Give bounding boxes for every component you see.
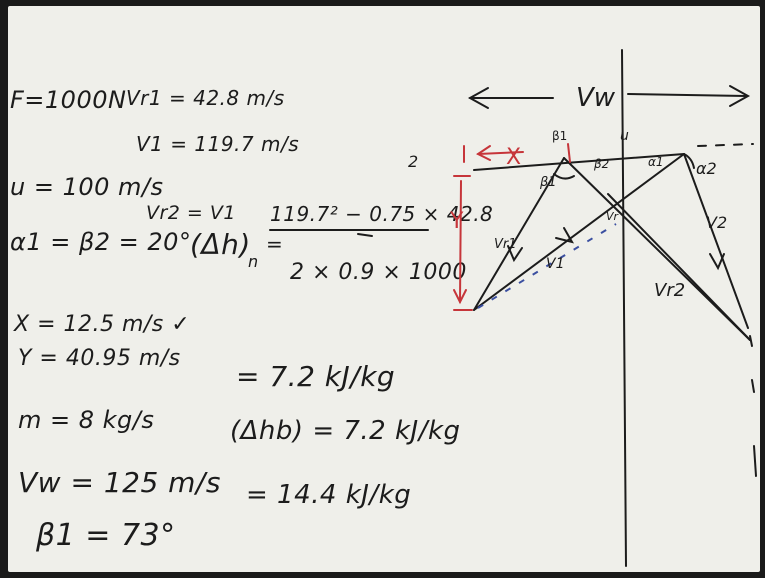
v1-note: V1 = 119.7 m/s (136, 132, 300, 156)
x-note: X = 12.5 m/s ✓ (14, 312, 191, 337)
vr2-line (607, 193, 751, 341)
vr1-note: Vr1 = 42.8 m/s (126, 86, 285, 110)
diagram-alpha2-label: α2 (696, 159, 717, 178)
vr1-line (473, 157, 565, 311)
force-note: F=1000N (10, 86, 127, 114)
v2-line (683, 153, 749, 329)
blade-horizontal-line (473, 153, 685, 171)
diagram-u-label: u (620, 128, 629, 144)
diagram-v2-label: V2 (706, 213, 727, 232)
vertical-reference-line (621, 49, 627, 567)
beta1-note: β1 = 73° (36, 518, 176, 553)
result-2: (Δhb) = 7.2 kJ/kg (230, 416, 461, 446)
diagram-vr2-label: Vr2 (654, 280, 685, 301)
result-3: = 14.4 kJ/kg (246, 480, 412, 510)
beta1-arc (553, 173, 575, 180)
y-note: Y = 40.95 m/s (18, 346, 181, 371)
formula-lhs: (Δh) (190, 228, 251, 261)
vr2-note: Vr2 = V1 (146, 202, 236, 224)
angles-note: α1 = β2 = 20° (10, 228, 192, 256)
diagram-vw-label: Vw (576, 83, 616, 113)
x-right-tick (567, 143, 571, 163)
v1-line (473, 153, 685, 311)
formula-numerator: 119.7² − 0.75 × 42.8 (270, 202, 494, 226)
velocity-triangle-diagram: Vw X Y u β1 β1 β2 α1 α2 Vr1 V1 Vr Vr2 V2 (269, 49, 757, 567)
diagram-x-label: X (506, 145, 521, 170)
y-axis-line (459, 180, 462, 303)
formula-equals: = (266, 232, 284, 256)
diagram-beta2-label: β2 (593, 157, 609, 171)
blue-dashed-line (477, 223, 617, 309)
vw-arrow-right (627, 93, 747, 97)
formula-underline-mark (357, 233, 373, 237)
diagram-vr-label: Vr (606, 210, 620, 223)
diagram-y-label: Y (449, 209, 464, 234)
result-1: = 7.2 kJ/kg (236, 360, 396, 393)
vw-note: Vw = 125 m/s (18, 466, 221, 499)
horizontal-dashed-extension (697, 143, 754, 147)
diagram-v1-label: V1 (546, 256, 564, 272)
formula-exponent: 2 (408, 152, 419, 171)
m-note: m = 8 kg/s (18, 406, 155, 434)
alpha2-arc (683, 153, 695, 169)
formula-denominator: 2 × 0.9 × 1000 (290, 260, 467, 285)
right-edge-mark (751, 379, 755, 393)
u-note: u = 100 m/s (10, 173, 164, 201)
diagram-alpha1-label: α1 (648, 155, 664, 169)
diagram-vr1-label: Vr1 (494, 237, 517, 252)
diagram-beta1-top-label: β1 (552, 129, 567, 143)
formula-lhs-subscript: n (248, 252, 259, 271)
right-edge-mark-2 (753, 445, 757, 477)
diagram-beta1-label: β1 (539, 175, 557, 190)
vr-outlet-line (563, 157, 751, 341)
whiteboard: F=1000N Vr1 = 42.8 m/s V1 = 119.7 m/s u … (8, 6, 760, 572)
right-edge-mark-3 (749, 335, 753, 347)
x-arrow (477, 151, 524, 155)
